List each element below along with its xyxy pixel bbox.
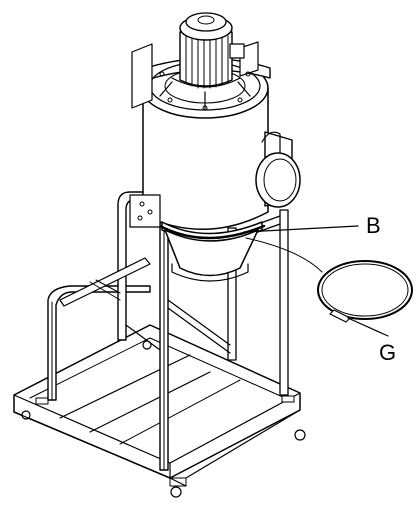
callout-b-label: B: [366, 213, 381, 238]
callout-b-ring-leader: [245, 237, 323, 273]
stand-frame: [13, 187, 306, 498]
callout-g-leader: [347, 317, 389, 337]
callout-b-leader: [243, 225, 359, 233]
motor: [171, 12, 245, 89]
callout-g-label: G: [379, 340, 396, 365]
clamp-ring: [317, 260, 413, 323]
cyclone-body: [129, 41, 301, 282]
